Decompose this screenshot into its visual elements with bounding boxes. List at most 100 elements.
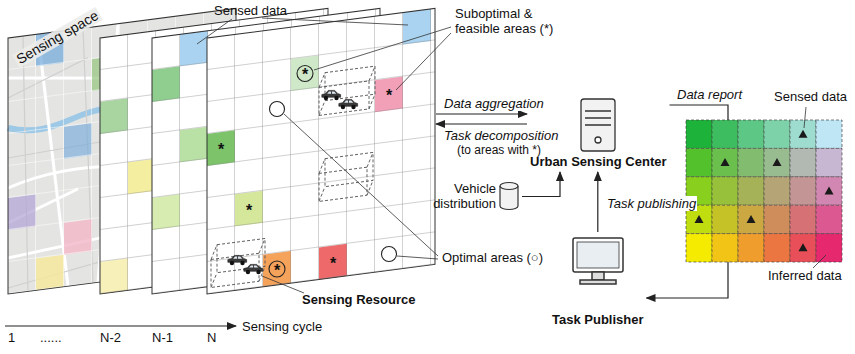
drawing-part	[804, 107, 826, 269]
sensed-marker	[747, 215, 756, 223]
drawing-part	[262, 18, 408, 25]
callout-label: Sensed data	[214, 3, 287, 18]
data-report-map: Sensed dataInferred data	[686, 120, 842, 262]
connector	[522, 172, 560, 197]
axis-tick: 1	[8, 330, 15, 345]
heat-cell	[790, 234, 816, 262]
drawing-part	[262, 276, 304, 293]
drawing-part	[207, 8, 435, 294]
computer-icon	[573, 238, 623, 284]
area-mark: *	[386, 88, 392, 104]
callout-label: Suboptimal & feasible areas (*)	[455, 6, 577, 36]
drawing-part	[319, 66, 375, 115]
sensed-marker	[721, 158, 730, 166]
drawing-part	[211, 238, 265, 287]
database-icon	[500, 183, 518, 210]
heat-cell	[764, 205, 790, 233]
heat-cell	[738, 205, 764, 233]
axis-tick: N-1	[152, 330, 173, 345]
heat-cell	[738, 234, 764, 262]
drawing-part	[211, 66, 375, 287]
drawing-part	[396, 33, 451, 90]
heat-cell	[790, 177, 816, 205]
heat-cell	[712, 205, 738, 233]
heat-cell	[764, 234, 790, 262]
drawing-part	[270, 102, 285, 117]
drawing-part	[804, 107, 806, 128]
connector-label: Data aggregation	[443, 96, 545, 111]
heat-cell	[816, 120, 842, 148]
heat-cell	[686, 234, 712, 262]
area-mark: *	[274, 263, 280, 279]
connector-note: (to areas with *)	[457, 143, 541, 158]
heat-cell	[790, 148, 816, 176]
heat-cell	[764, 177, 790, 205]
drawing-part	[573, 238, 623, 272]
drawing-part	[595, 137, 601, 143]
icon-space	[530, 96, 667, 154]
drawing-part	[319, 81, 369, 116]
heat-cell	[686, 148, 712, 176]
vehicle-node: Vehicle distribution	[418, 180, 522, 213]
drawing-part	[580, 280, 616, 284]
area-mark: *	[330, 255, 336, 271]
connector	[670, 105, 729, 120]
drawing-part	[269, 66, 397, 278]
sensed-marker	[799, 243, 808, 251]
heat-cell	[712, 177, 738, 205]
connector	[436, 123, 527, 124]
heat-cell	[686, 120, 712, 148]
connector-label: Task decomposition	[443, 128, 559, 143]
drawing-part	[325, 152, 373, 186]
drawing-part	[322, 90, 341, 100]
heat-map	[686, 120, 842, 262]
heat-cell	[816, 205, 842, 233]
callout-label: Sensing Resource	[302, 292, 415, 307]
connector	[436, 113, 527, 114]
callout-label: Optimal areas (○)	[442, 250, 543, 265]
drawing-part	[585, 111, 611, 125]
drawing-part	[382, 247, 397, 262]
heat-cell	[712, 234, 738, 262]
heat-cell	[764, 120, 790, 148]
node-text: Sensing space	[12, 7, 103, 68]
drawing-part	[228, 255, 247, 265]
heat-cell	[712, 148, 738, 176]
publisher-node: Task Publisher	[549, 232, 647, 330]
front-sheet	[207, 8, 435, 294]
drawing-part	[592, 272, 604, 280]
connector-label: Task publishing	[606, 196, 697, 211]
drawing-part	[397, 256, 438, 259]
node-text: Vehicle distribution	[420, 181, 496, 211]
drawing-part	[284, 114, 438, 256]
sensed-marker	[799, 130, 808, 138]
axis-title: Sensing cycle	[242, 319, 322, 334]
drawing-part	[314, 27, 451, 70]
server-icon	[581, 99, 615, 151]
icon-space	[552, 232, 644, 312]
drawing-part	[197, 18, 451, 293]
axis-tick: N-2	[100, 330, 121, 345]
area-mark: *	[246, 202, 252, 218]
drawing-part	[812, 255, 826, 269]
sensed-marker	[825, 187, 834, 195]
drawing-part	[500, 183, 518, 190]
area-mark: *	[218, 142, 224, 158]
axis-tick: N	[207, 330, 216, 345]
drawing-part	[244, 264, 263, 274]
drawing-part	[207, 8, 435, 294]
axis-tick: ......	[40, 330, 62, 345]
drawing-part	[577, 242, 619, 268]
sensed-marker	[695, 215, 704, 223]
heat-cell	[764, 148, 790, 176]
node-text: Task Publisher	[552, 312, 644, 327]
heat-cell	[790, 120, 816, 148]
area-mark: *	[302, 67, 308, 83]
connector	[647, 262, 729, 298]
node-text: Urban Sensing Center	[530, 154, 667, 169]
heat-cell	[816, 234, 842, 262]
heat-cell	[790, 205, 816, 233]
heat-cell	[816, 148, 842, 176]
